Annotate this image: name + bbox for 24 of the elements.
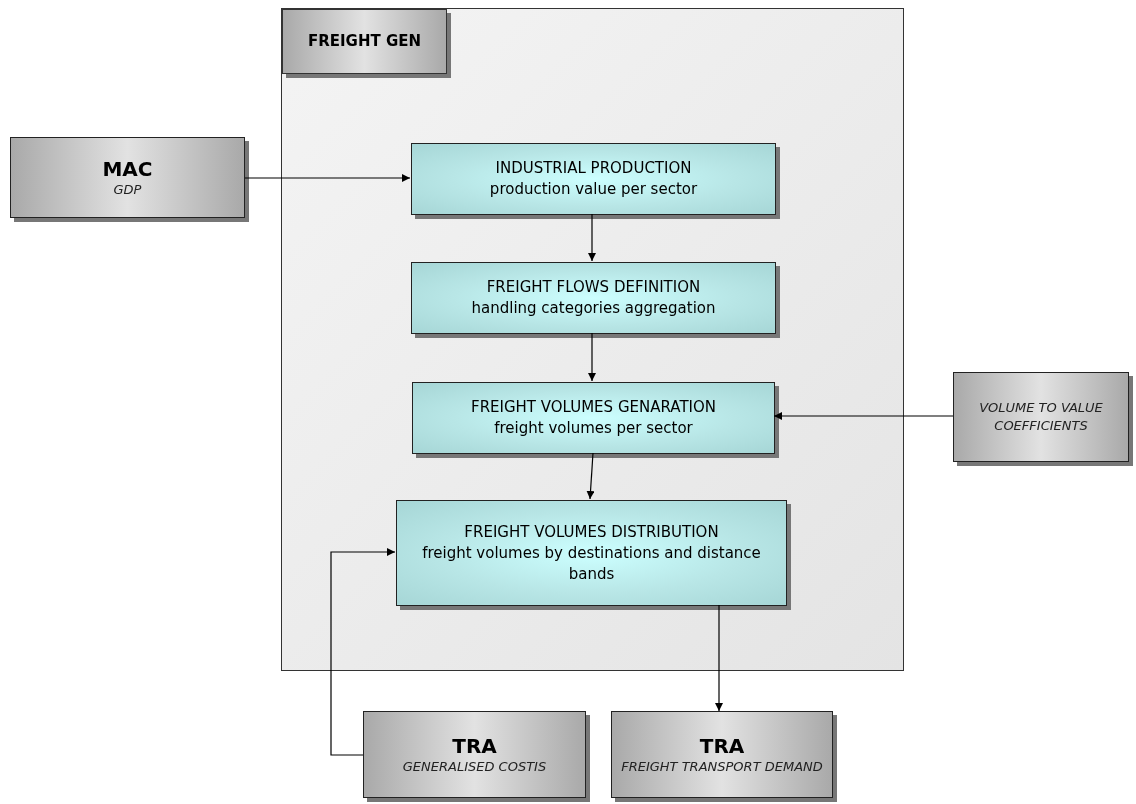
arrow <box>244 174 411 182</box>
node-description: freight volumes by destinations and distance bands <box>421 542 762 585</box>
node-title: TRA <box>699 733 745 758</box>
node-title: FREIGHT FLOWS DEFINITION <box>486 277 701 298</box>
node-description: FREIGHT TRANSPORT DEMAND <box>621 757 823 776</box>
node-description: freight volumes per sector <box>494 418 693 439</box>
node-description: GENERALISED COSTIS <box>402 757 547 776</box>
arrow <box>715 604 723 712</box>
arrow <box>330 548 396 756</box>
arrow <box>773 412 954 420</box>
arrow <box>588 213 596 262</box>
node-description: handling categories aggregation <box>471 298 716 319</box>
arrow <box>586 452 595 500</box>
node-title: MAC <box>102 156 153 181</box>
node-title: TRA <box>452 733 497 758</box>
group-title: FREIGHT GEN <box>307 31 422 53</box>
node-title: FREIGHT VOLUMES GENARATION <box>471 397 716 418</box>
node-title: INDUSTRIAL PRODUCTION <box>495 158 692 179</box>
node-description: VOLUME TO VALUE COEFFICIENTS <box>978 399 1104 435</box>
arrow <box>588 332 596 382</box>
group-container <box>281 8 904 671</box>
node-title: FREIGHT VOLUMES DISTRIBUTION <box>464 521 719 543</box>
node-description: production value per sector <box>489 179 698 200</box>
node-description: GDP <box>113 180 142 199</box>
